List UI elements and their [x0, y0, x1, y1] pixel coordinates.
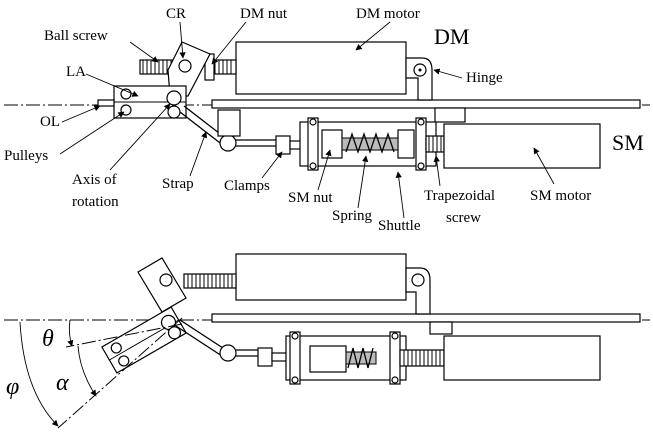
- top-assembly: [4, 41, 650, 171]
- clamp-block-bottom: [257, 347, 273, 367]
- label-theta: θ: [42, 326, 54, 352]
- phi-arc: [19, 321, 59, 427]
- strap-mount-top: [217, 109, 241, 137]
- label-phi: φ: [6, 374, 19, 400]
- trapezoidal-screw-top: [425, 135, 445, 153]
- hinge-bottom: [405, 267, 431, 315]
- base-rail-bottom: [211, 313, 641, 323]
- strap-bottom: [175, 325, 260, 357]
- label-clamps: Clamps: [224, 178, 270, 194]
- bottom-labels: θ α φ: [6, 326, 69, 400]
- dm-motor-body-bottom: [235, 253, 407, 301]
- dm-screw-bottom: [183, 273, 237, 289]
- label-dm-motor: DM motor: [356, 6, 420, 22]
- strap-pulley-bottom: [219, 344, 237, 362]
- trapezoidal-screw-bottom: [399, 349, 445, 367]
- hinge: [405, 57, 433, 101]
- label-sm-nut: SM nut: [288, 190, 333, 206]
- label-trapezoidal-1: Trapezoidal: [424, 188, 495, 204]
- spring-top: [341, 131, 399, 155]
- alpha-arc: [77, 345, 97, 397]
- label-pulleys: Pulleys: [4, 148, 48, 164]
- label-strap: Strap: [162, 176, 194, 192]
- base-rail-top: [211, 99, 641, 109]
- label-dm-nut: DM nut: [240, 6, 288, 22]
- label-sm-motor: SM motor: [530, 188, 591, 204]
- label-ol: OL: [40, 114, 60, 130]
- top-labels: Ball screw CR DM nut DM motor DM LA Hing…: [4, 6, 644, 234]
- strap-bottom-2: [179, 319, 260, 351]
- label-axis-of-rotation-2: rotation: [72, 194, 119, 210]
- strap-pulley-top: [219, 134, 237, 152]
- bottom-assembly: [4, 253, 650, 429]
- label-alpha: α: [56, 370, 69, 396]
- sm-motor-bracket-bottom: [429, 321, 453, 335]
- angle-line-theta: [65, 323, 183, 348]
- label-dm: DM: [434, 24, 469, 49]
- sm-motor-bracket-top: [434, 107, 466, 123]
- la-link: [97, 85, 187, 119]
- label-ball-screw: Ball screw: [44, 28, 108, 44]
- clamp-block-top: [275, 135, 291, 155]
- label-hinge: Hinge: [466, 70, 503, 86]
- sm-motor-body: [443, 123, 601, 169]
- theta-arc: [67, 319, 74, 347]
- cr-plate-bottom: [137, 257, 187, 313]
- label-cr: CR: [166, 6, 186, 22]
- dm-motor-body: [235, 41, 407, 95]
- label-shuttle: Shuttle: [378, 218, 421, 234]
- label-axis-of-rotation-1: Axis of: [72, 172, 117, 188]
- angle-line-phi: [57, 317, 183, 429]
- spring-bottom: [345, 347, 377, 369]
- label-trapezoidal-2: screw: [446, 210, 481, 226]
- dm-screw: [211, 59, 237, 75]
- label-la: LA: [66, 64, 86, 80]
- label-spring: Spring: [332, 208, 373, 224]
- sm-motor-body-bottom: [443, 335, 601, 381]
- label-sm: SM: [612, 130, 644, 155]
- la-link-bottom: [101, 306, 187, 374]
